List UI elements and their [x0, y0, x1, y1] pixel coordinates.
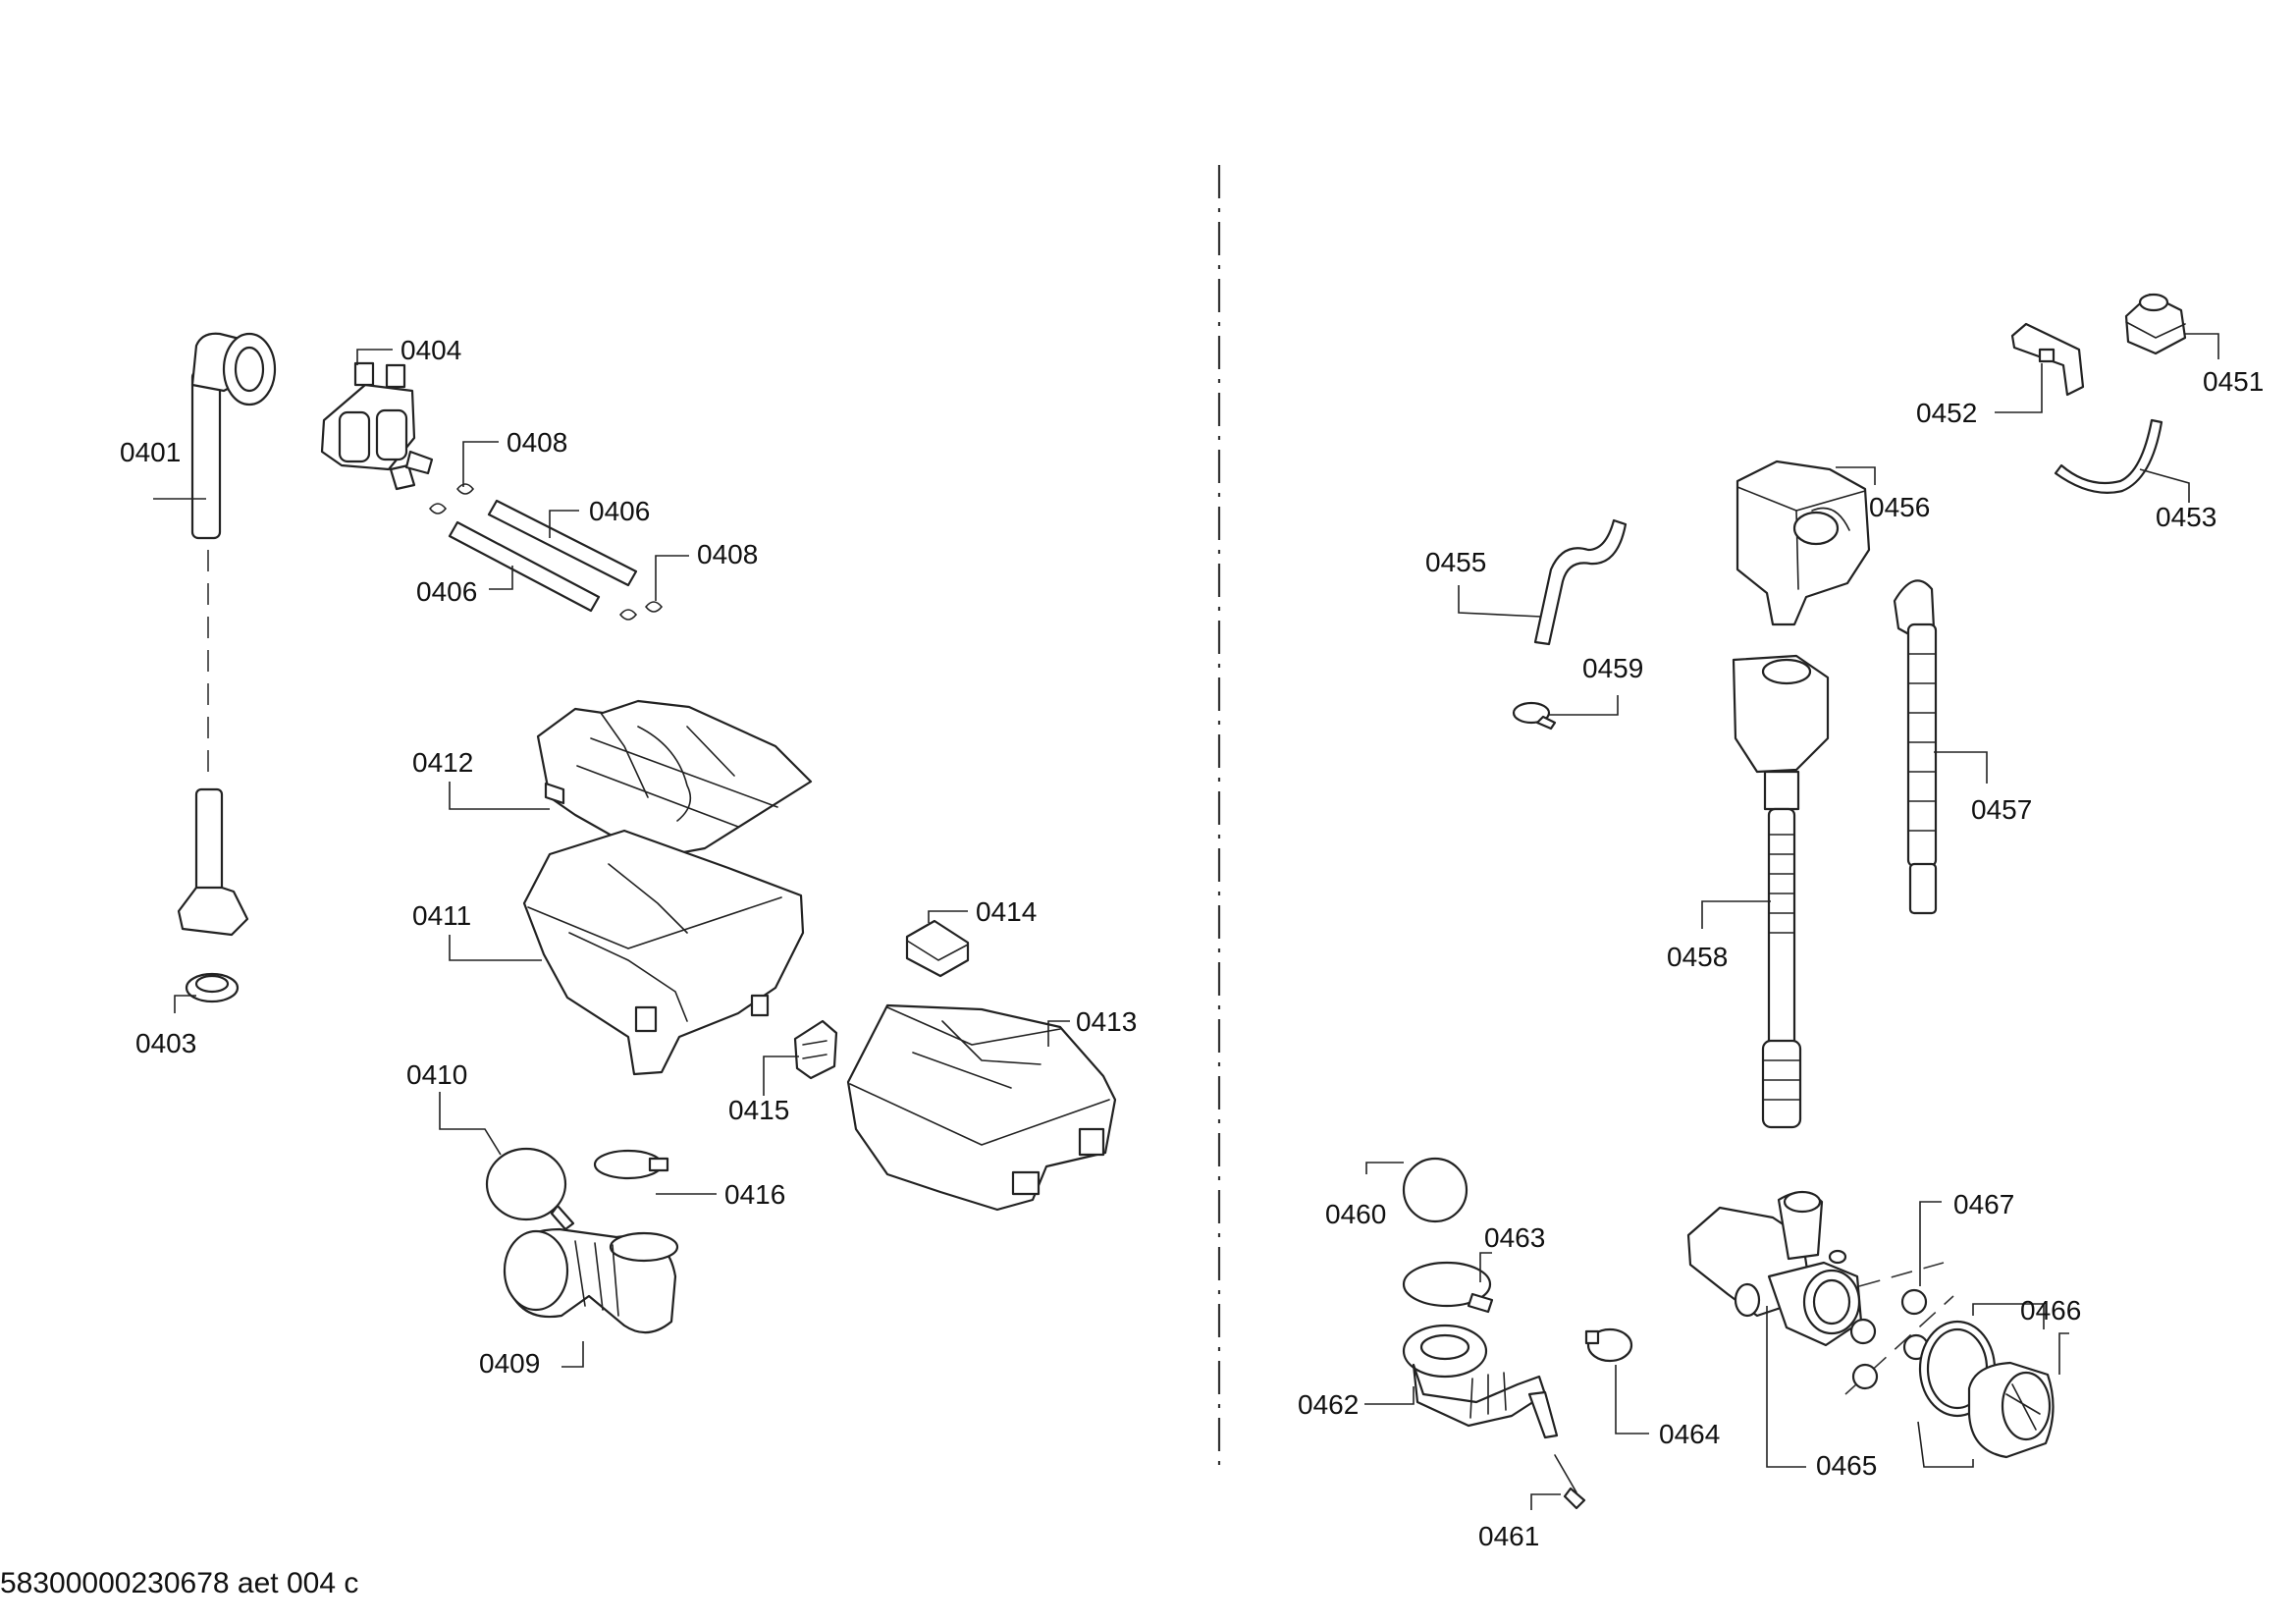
part-0451-pressure-sensor[interactable]	[2124, 293, 2187, 355]
callout-0414[interactable]: 0414	[928, 896, 1037, 927]
part-0460-o-ring[interactable]	[1402, 1157, 1468, 1223]
svg-text:0453: 0453	[2156, 502, 2216, 532]
callout-0411[interactable]: 0411	[412, 900, 542, 961]
svg-text:0409: 0409	[479, 1348, 540, 1379]
svg-text:0406: 0406	[589, 496, 650, 526]
part-0413-detergent-drawer[interactable]	[846, 1003, 1117, 1212]
callout-0453[interactable]: 0453	[2139, 468, 2216, 532]
part-0458-sump-hose[interactable]	[1732, 654, 1830, 1129]
svg-text:0462: 0462	[1298, 1389, 1359, 1420]
part-0403-strainer[interactable]	[185, 972, 240, 1003]
svg-text:0401: 0401	[120, 437, 181, 467]
part-0406-hose-lower[interactable]	[448, 520, 601, 613]
part-0461-screw[interactable]	[1554, 1454, 1586, 1510]
callout-0412[interactable]: 0412	[412, 747, 550, 810]
part-0401-inlet-pipe[interactable]	[177, 332, 277, 937]
svg-text:0463: 0463	[1484, 1222, 1545, 1253]
document-code: 58300000230678 aet 004 c	[0, 1567, 359, 1599]
callout-0408-lower[interactable]: 0408	[655, 539, 758, 601]
callout-0415[interactable]: 0415	[728, 1056, 799, 1125]
callout-0463[interactable]: 0463	[1479, 1222, 1545, 1282]
svg-text:0408: 0408	[697, 539, 758, 569]
callout-0466[interactable]: 0466	[1917, 1295, 2081, 1468]
part-0409-bellows-hose[interactable]	[503, 1227, 679, 1334]
callout-0403[interactable]: 0403	[135, 995, 196, 1058]
part-0457-drain-hose[interactable]	[1893, 579, 1938, 915]
callout-0409[interactable]: 0409	[479, 1341, 584, 1379]
part-0453-small-hose[interactable]	[2054, 418, 2163, 494]
callout-0465[interactable]: 0465	[1766, 1306, 1877, 1481]
part-0415-flap[interactable]	[793, 1019, 838, 1080]
callout-0455[interactable]: 0455	[1425, 547, 1542, 618]
svg-text:0415: 0415	[728, 1095, 789, 1125]
part-0462-sump-bellows[interactable]	[1402, 1324, 1559, 1439]
callout-0406-lower[interactable]: 0406	[416, 566, 513, 607]
part-0464-hose-clamp[interactable]	[1584, 1327, 1633, 1363]
callout-0406-upper[interactable]: 0406	[549, 496, 650, 538]
svg-text:0403: 0403	[135, 1028, 196, 1058]
callout-0457[interactable]: 0457	[1934, 751, 2032, 825]
part-0410-ring-clamp[interactable]	[485, 1147, 575, 1231]
svg-text:0461: 0461	[1478, 1521, 1539, 1551]
svg-text:0458: 0458	[1667, 942, 1728, 972]
callout-0467[interactable]: 0467	[1919, 1189, 2014, 1286]
part-0408-clip-lower[interactable]	[619, 601, 664, 621]
callout-0416[interactable]: 0416	[656, 1179, 785, 1210]
callout-0456[interactable]: 0456	[1836, 466, 1930, 522]
svg-text:0406: 0406	[416, 576, 477, 607]
callout-0452[interactable]: 0452	[1916, 363, 2043, 428]
callout-0401[interactable]: 0401	[120, 437, 206, 500]
svg-text:0464: 0464	[1659, 1419, 1720, 1449]
svg-text:0416: 0416	[724, 1179, 785, 1210]
svg-text:0457: 0457	[1971, 794, 2032, 825]
part-0412-dispenser-cover[interactable]	[536, 699, 813, 870]
svg-text:0414: 0414	[976, 896, 1037, 927]
svg-text:0467: 0467	[1953, 1189, 2014, 1219]
svg-text:0408: 0408	[507, 427, 567, 458]
callout-0404[interactable]: 0404	[356, 335, 461, 365]
callout-0413[interactable]: 0413	[1047, 1006, 1137, 1047]
svg-text:0411: 0411	[412, 900, 471, 931]
svg-text:0460: 0460	[1325, 1199, 1386, 1229]
callout-0458[interactable]: 0458	[1667, 900, 1771, 972]
part-0467-fasteners[interactable]	[1844, 1262, 1954, 1395]
part-0416-hose-clamp[interactable]	[593, 1149, 669, 1180]
callout-0451[interactable]: 0451	[2185, 333, 2264, 397]
callout-0464[interactable]: 0464	[1615, 1365, 1720, 1449]
callout-0462[interactable]: 0462	[1298, 1386, 1415, 1420]
svg-text:0466: 0466	[2020, 1295, 2081, 1326]
callout-0410[interactable]: 0410	[406, 1059, 502, 1156]
part-0463-clamp-ring[interactable]	[1402, 1261, 1494, 1314]
svg-text:0455: 0455	[1425, 547, 1486, 577]
part-0459-clamp[interactable]	[1512, 701, 1557, 731]
part-0414-cap[interactable]	[905, 919, 970, 978]
svg-text:0404: 0404	[400, 335, 461, 365]
part-0406-hose-upper[interactable]	[487, 499, 638, 587]
part-0411-dispenser-housing[interactable]	[522, 829, 805, 1076]
part-0455-curved-hose[interactable]	[1533, 518, 1628, 646]
svg-text:0456: 0456	[1869, 492, 1930, 522]
part-0456-air-chamber[interactable]	[1735, 460, 1871, 626]
svg-text:0459: 0459	[1582, 653, 1643, 683]
svg-text:0452: 0452	[1916, 398, 1977, 428]
svg-text:0410: 0410	[406, 1059, 467, 1090]
part-0404-valve[interactable]	[320, 361, 434, 491]
callout-0459[interactable]: 0459	[1549, 653, 1643, 716]
svg-text:0451: 0451	[2203, 366, 2264, 397]
callout-0461[interactable]: 0461	[1478, 1493, 1561, 1551]
svg-text:0413: 0413	[1076, 1006, 1137, 1037]
svg-text:0412: 0412	[412, 747, 473, 778]
callout-0408-upper[interactable]: 0408	[462, 427, 567, 487]
part-0465-drain-pump[interactable]	[1686, 1190, 1863, 1347]
part-0466-lint-filter[interactable]	[1918, 1320, 2055, 1459]
svg-text:0465: 0465	[1816, 1450, 1877, 1481]
part-0408-clip-upper[interactable]	[429, 483, 475, 514]
part-0452-bracket[interactable]	[2010, 322, 2085, 397]
callout-0460[interactable]: 0460	[1325, 1162, 1404, 1229]
